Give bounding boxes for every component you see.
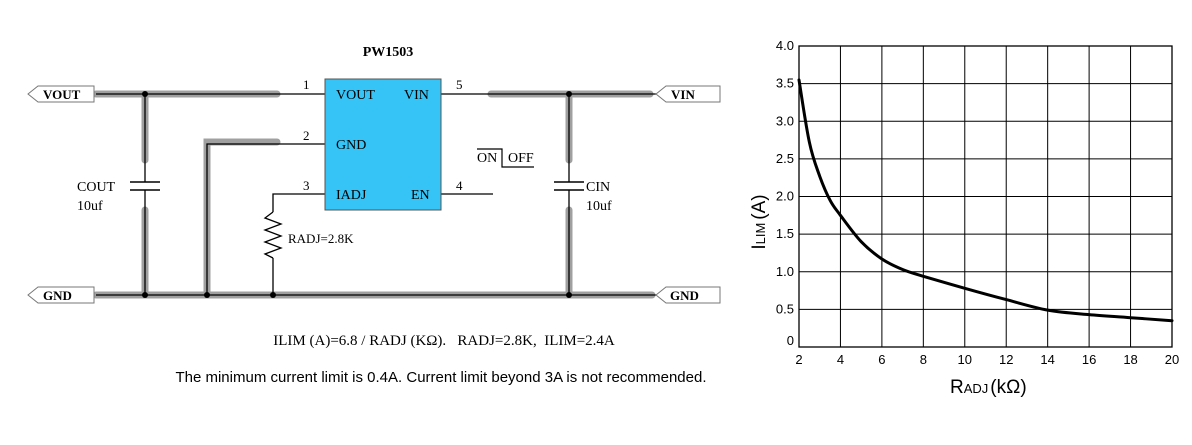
y-tick-label: 0.5 bbox=[776, 301, 794, 316]
pin-number-3: 3 bbox=[303, 178, 310, 193]
pin-number-5: 5 bbox=[456, 77, 463, 92]
radj-label: RADJ=2.8K bbox=[288, 231, 354, 246]
pin-label-iadj: IADJ bbox=[336, 188, 367, 203]
pin-number-2: 2 bbox=[303, 128, 310, 143]
on-off-switch: ON OFF bbox=[477, 148, 534, 168]
y-tick-label: 3.5 bbox=[776, 76, 794, 91]
port-gnd-right: GND bbox=[655, 286, 721, 304]
x-tick-labels: 2 4 6 8 10 12 14 16 18 20 bbox=[795, 352, 1179, 367]
series-line bbox=[797, 78, 1174, 323]
cin-value: 10uf bbox=[586, 199, 612, 214]
switch-on-label: ON bbox=[477, 151, 497, 166]
pin-label-vout: VOUT bbox=[336, 88, 375, 103]
x-tick-label: 6 bbox=[878, 352, 885, 367]
y-tick-label: 1.0 bbox=[776, 264, 794, 279]
plot-area-frame bbox=[798, 45, 1173, 348]
pin-label-en: EN bbox=[411, 188, 430, 203]
wires bbox=[96, 93, 656, 296]
port-gnd-left-label: GND bbox=[43, 288, 72, 303]
x-tick-label: 20 bbox=[1165, 352, 1179, 367]
schematic: PW1503 bbox=[27, 45, 721, 386]
y-tick-labels: 0 0.5 1.0 1.5 2.0 2.5 3.0 3.5 4.0 bbox=[776, 38, 794, 348]
y-tick-label: 2.5 bbox=[776, 151, 794, 166]
capacitor-cout bbox=[130, 181, 160, 191]
cout-value: 10uf bbox=[77, 199, 103, 214]
port-vin-label: VIN bbox=[671, 87, 695, 102]
y-axis-label: ILIM(A) bbox=[749, 194, 770, 249]
pin-label-vin: VIN bbox=[404, 88, 429, 103]
port-vin: VIN bbox=[655, 85, 721, 103]
pin-label-gnd: GND bbox=[336, 138, 366, 153]
x-tick-label: 14 bbox=[1040, 352, 1054, 367]
pin-number-4: 4 bbox=[456, 178, 463, 193]
port-vout: VOUT bbox=[27, 85, 95, 103]
chip-body bbox=[324, 78, 442, 211]
x-tick-label: 10 bbox=[958, 352, 972, 367]
cin-name: CIN bbox=[586, 180, 610, 195]
y-tick-label: 3.0 bbox=[776, 113, 794, 128]
cout-name: COUT bbox=[77, 180, 116, 195]
port-gnd-left: GND bbox=[27, 286, 95, 304]
chip-title: PW1503 bbox=[363, 45, 414, 60]
x-tick-label: 4 bbox=[837, 352, 844, 367]
formula-text: ILIM (A)=6.8 / RADJ (KΩ). RADJ=2.8K, ILI… bbox=[273, 333, 615, 349]
y-tick-label: 4.0 bbox=[776, 38, 794, 53]
x-tick-label: 18 bbox=[1123, 352, 1137, 367]
switch-off-label: OFF bbox=[508, 151, 534, 166]
note-text: The minimum current limit is 0.4A. Curre… bbox=[175, 369, 706, 386]
x-tick-label: 12 bbox=[999, 352, 1013, 367]
y-tick-label: 0 bbox=[787, 333, 794, 348]
port-vout-label: VOUT bbox=[43, 87, 81, 102]
y-tick-label: 1.5 bbox=[776, 226, 794, 241]
pin-number-1: 1 bbox=[303, 77, 310, 92]
current-limit-chart: 2 4 6 8 10 12 14 16 18 20 0 0.5 1.0 1.5 2.0 2.5 3.0 3.5 4… bbox=[749, 38, 1179, 398]
junctions bbox=[142, 91, 572, 298]
x-tick-label: 16 bbox=[1082, 352, 1096, 367]
chart-grid bbox=[798, 45, 1173, 348]
x-tick-label: 8 bbox=[920, 352, 927, 367]
capacitor-cin bbox=[554, 181, 584, 191]
x-axis-label: RADJ(kΩ) bbox=[950, 377, 1027, 398]
y-tick-label: 2.0 bbox=[776, 189, 794, 204]
x-tick-label: 2 bbox=[795, 352, 802, 367]
port-gnd-right-label: GND bbox=[670, 288, 699, 303]
